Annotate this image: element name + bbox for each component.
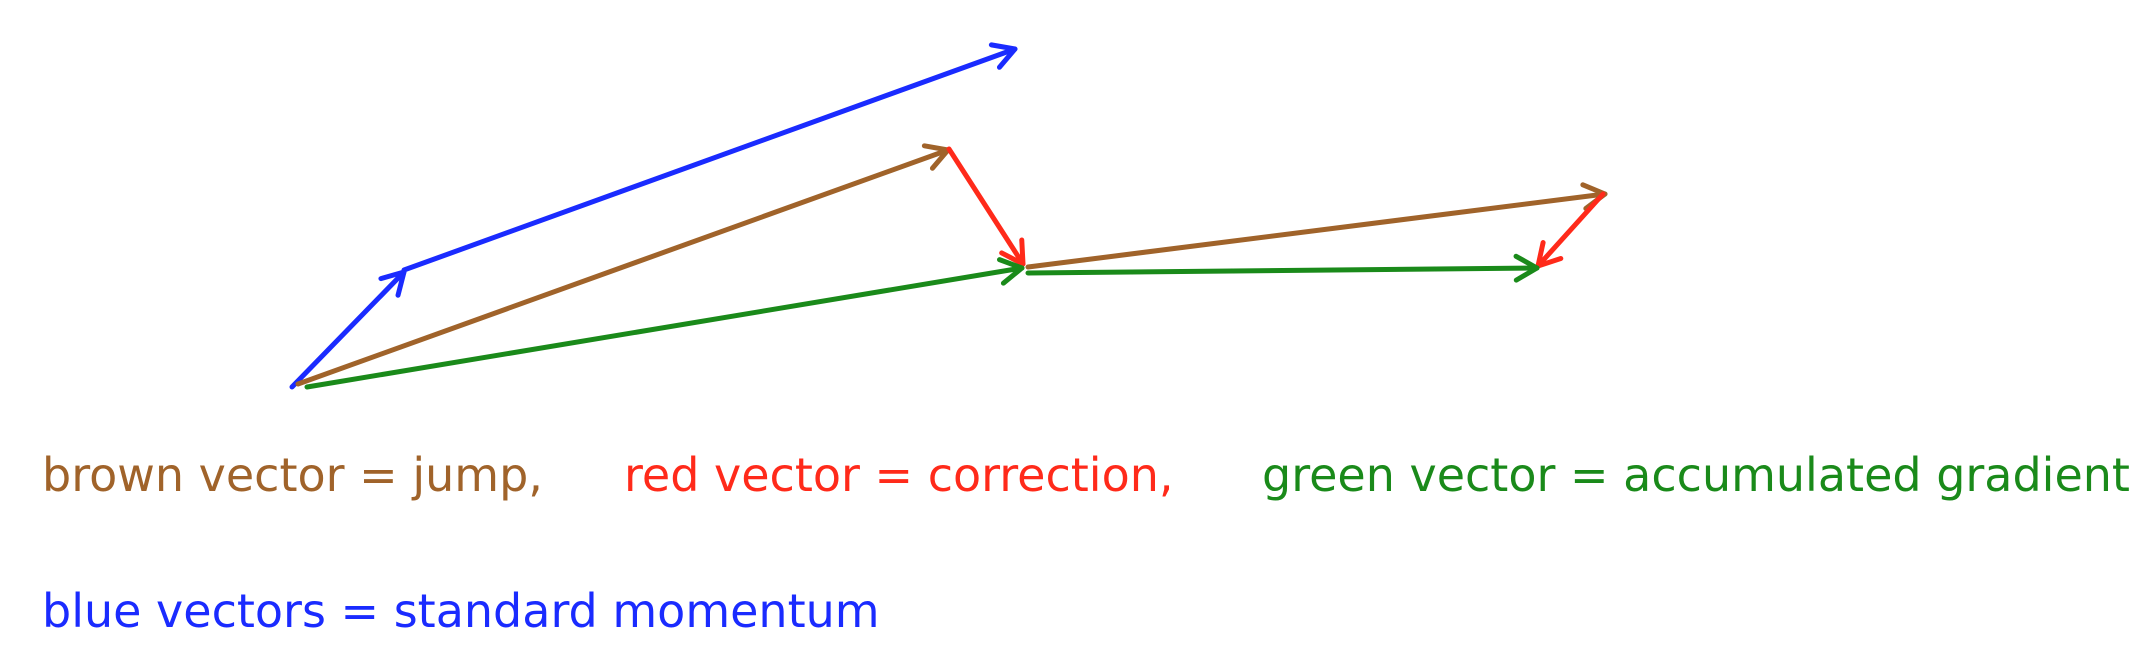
brown-vector-jump-1 <box>295 143 951 387</box>
legend-red-correction: red vector = correction, <box>624 448 1174 502</box>
green-vector-accumulated-1 <box>304 257 1025 390</box>
green-vector-accumulated-2-arrowhead <box>1513 253 1540 283</box>
blue-vector-first-step <box>289 269 407 390</box>
blue-vector-second-step <box>401 42 1018 273</box>
green-vector-accumulated-1-arrowhead <box>996 257 1025 286</box>
blue-vector-second-step-arrowhead <box>988 42 1018 70</box>
red-vector-correction-2 <box>1535 191 1606 269</box>
green-vector-accumulated-2 <box>1025 253 1540 283</box>
red-vector-correction-1-arrowhead <box>999 237 1026 267</box>
legend-green-accumulated-gradient: green vector = accumulated gradient <box>1262 448 2130 502</box>
legend-brown-jump: brown vector = jump, <box>42 448 543 502</box>
red-vector-correction-1 <box>946 146 1026 267</box>
legend-blue-standard-momentum: blue vectors = standard momentum <box>42 584 880 638</box>
brown-vector-jump-2 <box>1025 182 1608 270</box>
